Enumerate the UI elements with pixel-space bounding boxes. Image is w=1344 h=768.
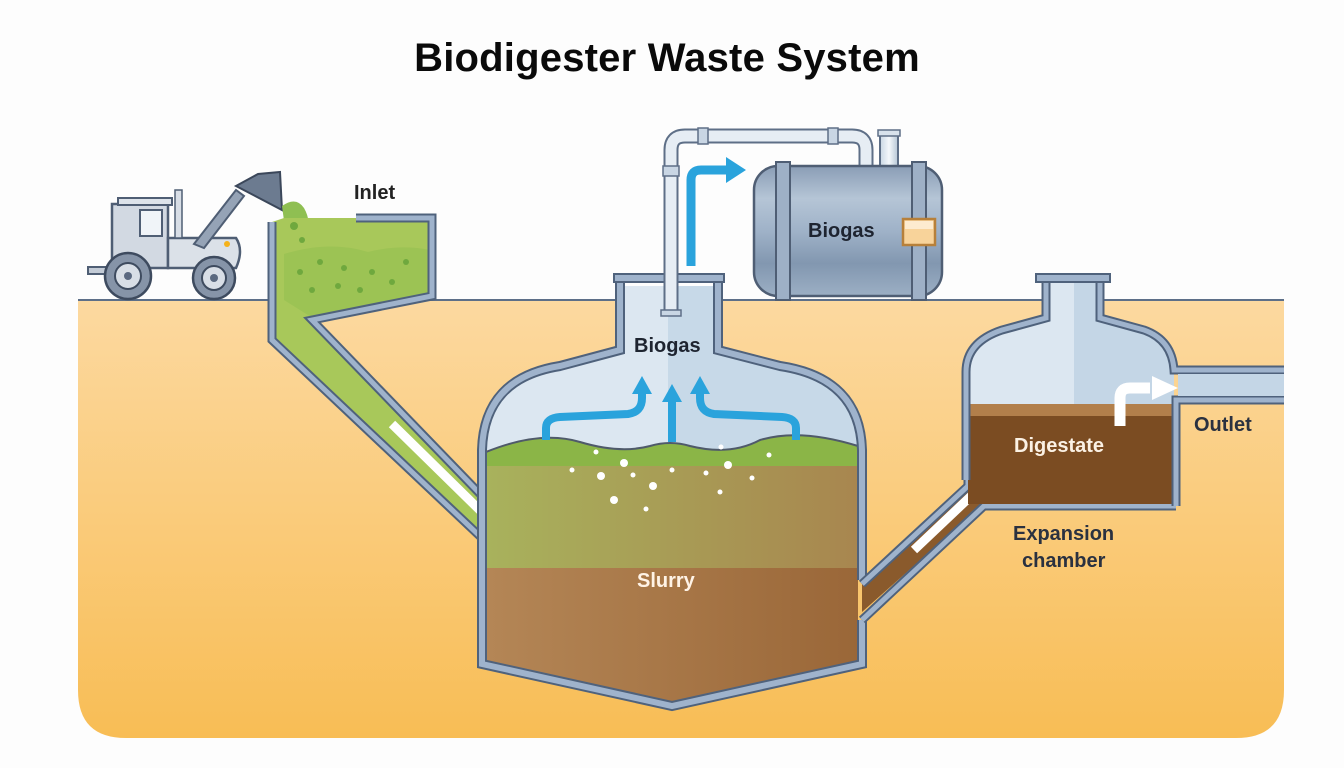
gas-flow-arrow-icon [686, 157, 746, 266]
label-slurry: Slurry [637, 570, 696, 592]
label-biogas-dome: Biogas [634, 335, 701, 357]
label-expansion-line2: chamber [1022, 550, 1106, 572]
label-inlet: Inlet [354, 182, 395, 204]
label-outlet: Outlet [1194, 414, 1252, 436]
gas-bubbles [569, 444, 772, 512]
expansion-chamber [961, 273, 1284, 506]
label-expansion-line1: Expansion [1013, 523, 1114, 545]
digester-tank [477, 273, 867, 712]
feedstock-dots [290, 222, 409, 293]
tractor-icon [87, 170, 284, 301]
label-digestate: Digestate [1014, 435, 1104, 457]
biogas-storage-tank [752, 161, 944, 301]
gas-rise-arrows-icon [542, 392, 800, 442]
outlet-arrow-icon [1114, 376, 1178, 426]
label-biogas-storage: Biogas [808, 220, 875, 242]
gas-pipe [660, 127, 901, 317]
diagram-title: Biodigester Waste System [414, 36, 920, 80]
